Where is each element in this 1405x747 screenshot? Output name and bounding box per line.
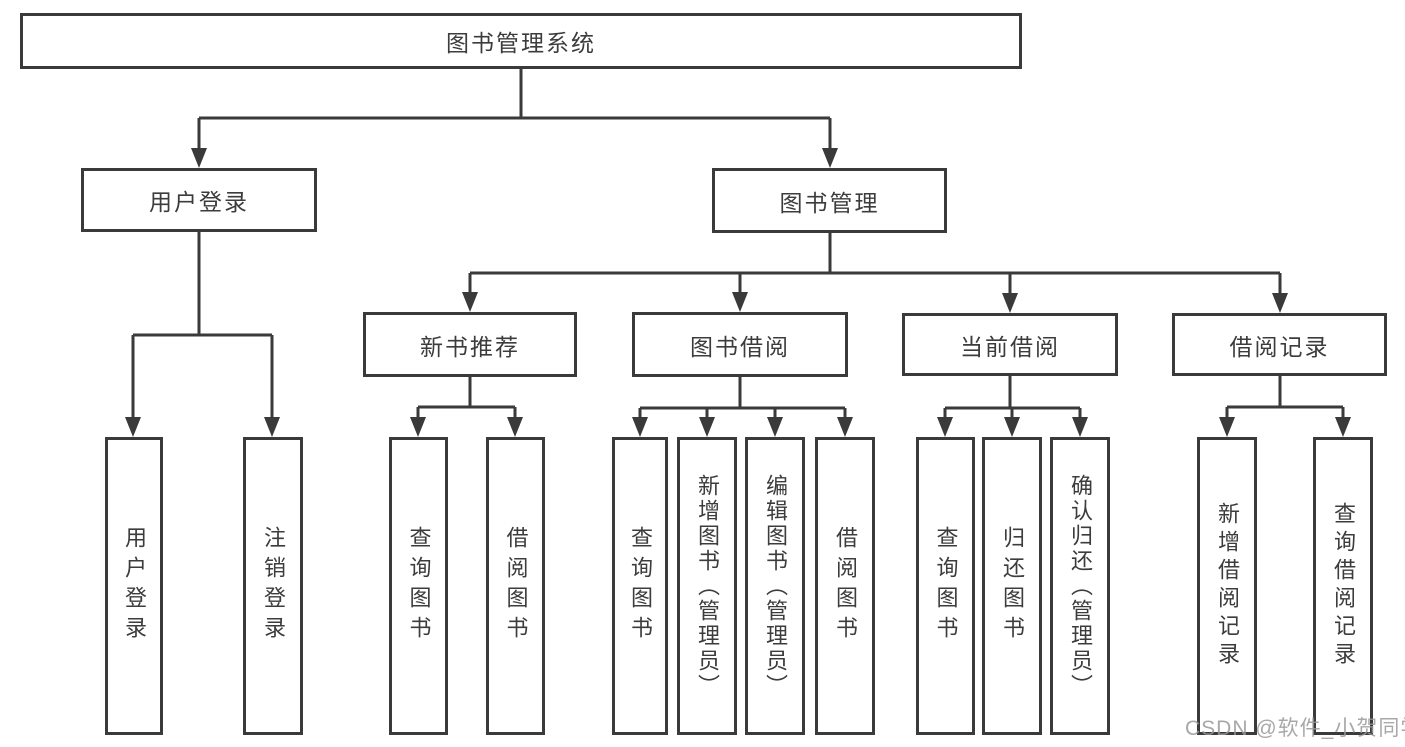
leaf-current-confirm-return-admin: 确认归还（管理员） [1050, 437, 1110, 735]
node-library-system: 图书管理系统 [20, 13, 1022, 69]
arrow-down-icon [937, 417, 953, 437]
leaf-records-add-record: 新增借阅记录 [1197, 437, 1257, 735]
leaf-logout: 注销登录 [243, 437, 303, 735]
leaf-label: 借阅图书 [503, 526, 529, 646]
node-book-borrowing: 图书借阅 [632, 312, 848, 377]
connector-line [416, 377, 517, 419]
connector-borrowing-records [1219, 376, 1351, 437]
arrow-down-icon [1219, 417, 1235, 437]
connector-book-borrowing [632, 377, 853, 437]
arrow-down-icon [125, 417, 141, 437]
leaf-label: 借阅图书 [833, 526, 858, 646]
connector-book-management [462, 233, 1288, 313]
leaf-label: 查询图书 [933, 526, 959, 646]
arrow-down-icon [1002, 293, 1018, 313]
arrow-down-icon [1335, 417, 1351, 437]
connector-line [468, 233, 1282, 295]
leaf-label: 编辑图书（管理员） [763, 473, 788, 699]
node-label: 图书管理 [779, 189, 880, 216]
connector-user-login [125, 232, 280, 437]
leaf-borrowing-edit-books-admin: 编辑图书（管理员） [745, 437, 805, 735]
leaf-label: 新增借阅记录 [1215, 502, 1240, 670]
leaf-recommend-query-books: 查询图书 [389, 437, 448, 735]
node-current-borrowing: 当前借阅 [902, 313, 1118, 376]
arrow-down-icon [410, 417, 426, 437]
leaf-user-login: 用户登录 [105, 437, 163, 735]
arrow-down-icon [732, 292, 748, 312]
csdn-watermark: CSDN @软件_小贺同学 [1185, 717, 1405, 740]
node-user-login: 用户登录 [81, 168, 317, 232]
leaf-label: 新增图书（管理员） [695, 473, 720, 699]
arrow-down-icon [1072, 417, 1088, 437]
leaf-current-return-books: 归还图书 [982, 437, 1042, 735]
connector-line [1225, 376, 1345, 419]
connector-line [131, 232, 274, 419]
leaf-records-query-record: 查询借阅记录 [1313, 437, 1373, 735]
leaf-label: 归还图书 [1000, 526, 1025, 646]
node-label: 图书管理系统 [446, 30, 596, 56]
leaf-label: 用户登录 [122, 526, 147, 646]
arrow-down-icon [1272, 293, 1288, 313]
arrow-down-icon [507, 417, 523, 437]
node-label: 借阅记录 [1229, 333, 1330, 360]
connector-root [191, 69, 838, 168]
node-new-book-recommend: 新书推荐 [363, 312, 577, 377]
arrow-down-icon [822, 148, 838, 168]
connector-new-book-recommend [410, 377, 523, 437]
leaf-current-query-books: 查询图书 [916, 437, 975, 735]
arrow-down-icon [264, 417, 280, 437]
arrow-down-icon [462, 292, 478, 312]
arrow-down-icon [699, 417, 715, 437]
leaf-label: 查询借阅记录 [1331, 502, 1356, 670]
leaf-label: 确认归还（管理员） [1068, 473, 1093, 699]
arrow-down-icon [767, 417, 783, 437]
arrow-down-icon [632, 417, 648, 437]
leaf-label: 查询图书 [406, 526, 432, 646]
arrow-down-icon [1004, 417, 1020, 437]
leaf-recommend-borrow-books: 借阅图书 [486, 437, 545, 735]
arrow-down-icon [837, 417, 853, 437]
leaf-label: 查询图书 [628, 526, 653, 646]
leaf-borrowing-borrow-books: 借阅图书 [815, 437, 875, 735]
node-label: 图书借阅 [690, 333, 790, 360]
node-book-management: 图书管理 [712, 168, 947, 233]
arrow-down-icon [191, 148, 207, 168]
connector-line [638, 377, 847, 419]
connector-line [943, 376, 1082, 419]
node-borrowing-records: 借阅记录 [1172, 313, 1387, 376]
leaf-borrowing-add-books-admin: 新增图书（管理员） [677, 437, 737, 735]
node-label: 新书推荐 [420, 333, 520, 360]
connector-line [197, 69, 832, 150]
node-label: 当前借阅 [960, 333, 1060, 360]
leaf-borrowing-query-books: 查询图书 [612, 437, 668, 735]
leaf-label: 注销登录 [261, 526, 286, 646]
node-label: 用户登录 [149, 189, 249, 215]
connector-current-borrowing [937, 376, 1088, 437]
